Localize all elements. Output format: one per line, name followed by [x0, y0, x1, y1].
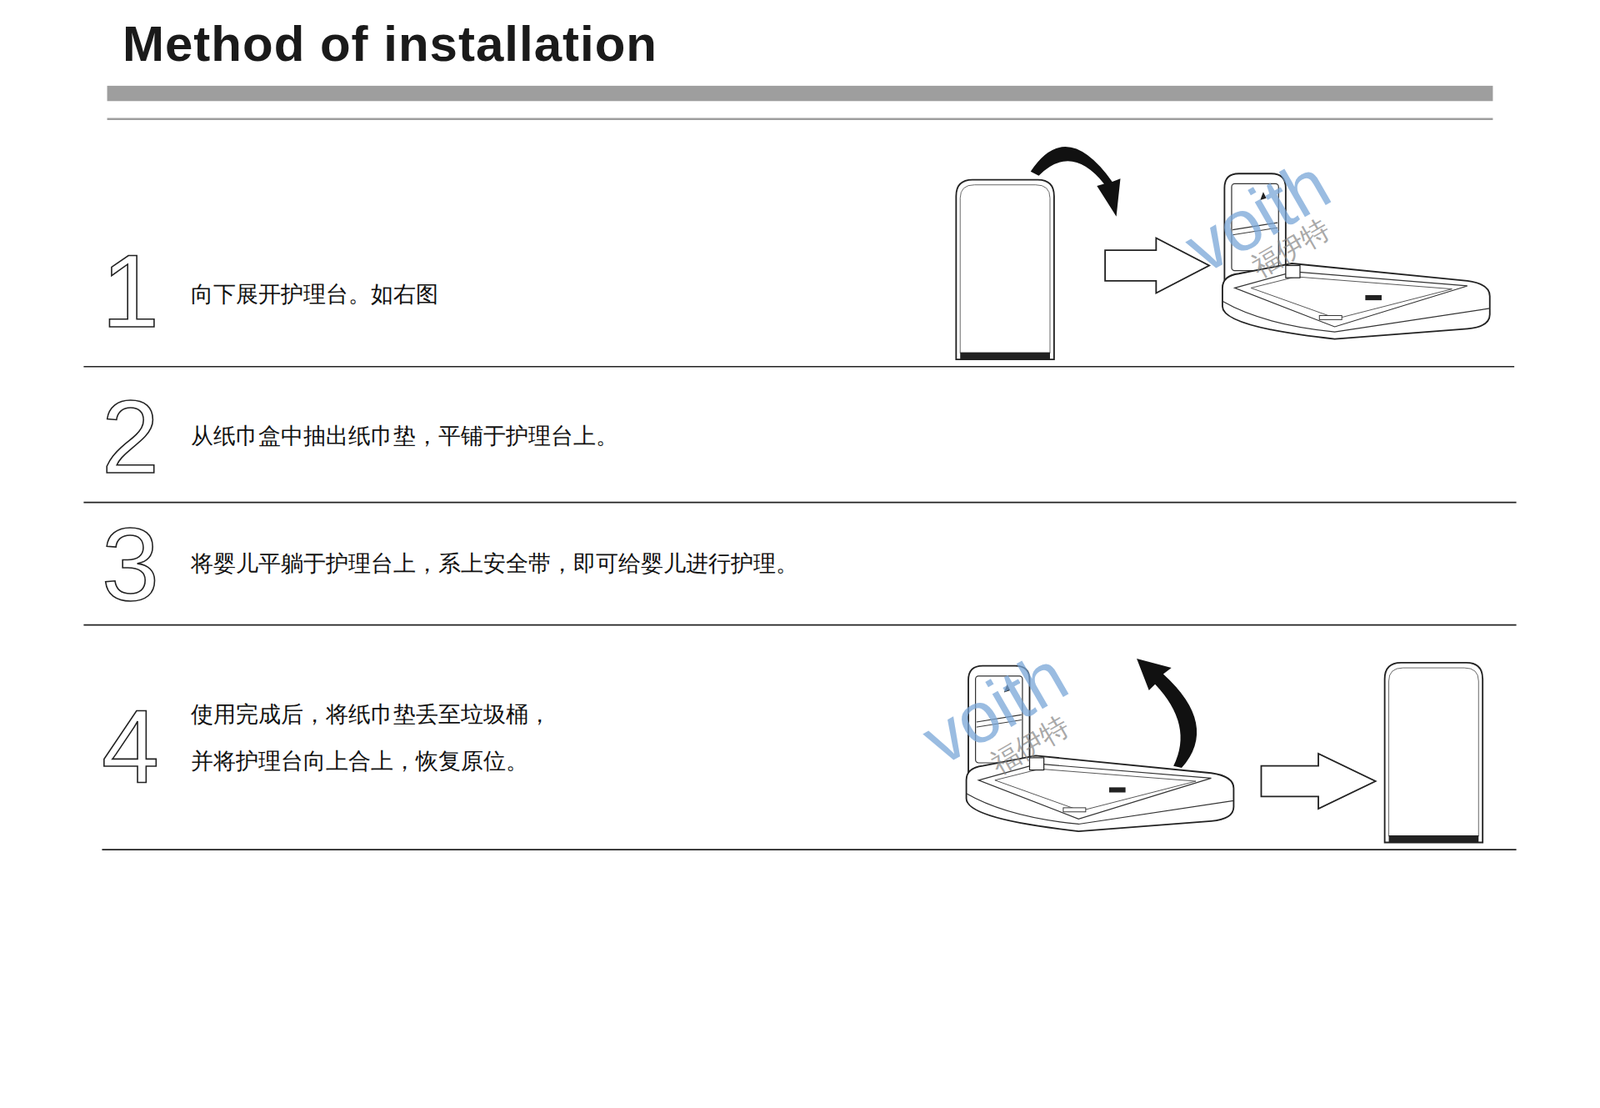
step-number: 4 — [101, 694, 160, 798]
step-number: 2 — [101, 385, 160, 489]
step-text: 从纸巾盒中抽出纸巾垫，平铺于护理台上。 — [190, 412, 619, 460]
step-text: 使用完成后，将纸巾垫丢至垃圾桶， 并将护理台向上合上，恢复原位。 — [190, 690, 565, 785]
step-text: 将婴儿平躺于护理台上，系上安全带，即可给婴儿进行护理。 — [190, 540, 799, 587]
page-title: Method of installation — [122, 15, 658, 73]
step-number: 3 — [101, 512, 160, 616]
step-text: 向下展开护理台。如右图 — [190, 270, 439, 318]
step-number: 1 — [101, 239, 160, 343]
